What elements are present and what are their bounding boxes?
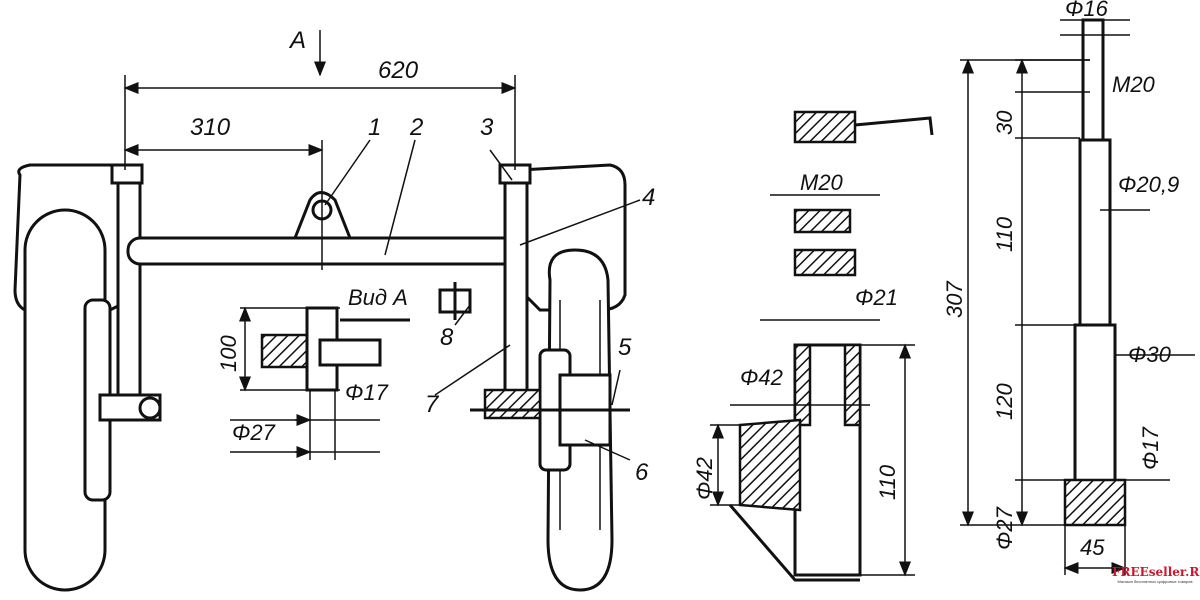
callout-8: 8: [440, 324, 454, 351]
callout-6: 6: [635, 459, 649, 486]
nut-details: [770, 110, 934, 277]
dim-phi30: Φ30: [1128, 342, 1172, 367]
dim-phi42-side: Φ42: [692, 457, 717, 500]
axle-beam: [126, 191, 520, 266]
dim-phi16: Φ16: [1065, 0, 1109, 21]
dim-30: 30: [992, 110, 1017, 135]
dim-307: 307: [942, 281, 967, 318]
dim-120: 120: [992, 383, 1017, 420]
dim-phi42-top: Φ42: [740, 365, 783, 390]
callout-3: 3: [480, 114, 494, 141]
dim-100: 100: [216, 335, 241, 372]
dim-45: 45: [1080, 535, 1105, 560]
callout-1: 1: [368, 114, 381, 141]
dim-pin-m20: M20: [1112, 72, 1156, 97]
view-arrow-label: A: [288, 27, 306, 54]
view-a-detail: [230, 306, 410, 460]
dim-310: 310: [190, 114, 231, 141]
kingpin-detail: [960, 18, 1195, 575]
dim-pin-phi17: Φ17: [1138, 426, 1163, 470]
watermark-logo: FREEseller.RU Магазин бесплатных цифровы…: [1112, 565, 1200, 584]
dim-phi20-9: Φ20,9: [1118, 172, 1179, 197]
left-wheel-assembly: [13, 163, 162, 592]
callout-2: 2: [409, 114, 423, 141]
watermark-tagline: Магазин бесплатных цифровых товаров: [1117, 579, 1193, 584]
dim-view-phi17: Φ17: [345, 380, 389, 405]
callout-4: 4: [642, 184, 655, 211]
callout-7: 7: [425, 391, 440, 418]
dim-nut-m20: M20: [800, 170, 844, 195]
dim-620: 620: [378, 57, 419, 84]
dim-phi21: Φ21: [855, 285, 898, 310]
dim-sleeve-110: 110: [875, 464, 900, 500]
watermark-brand: FREEseller.RU: [1112, 565, 1200, 579]
dim-110: 110: [992, 216, 1017, 252]
callout-leaders: [324, 139, 641, 461]
callout-5: 5: [618, 334, 632, 361]
dim-pin-phi27: Φ27: [992, 506, 1017, 550]
dimension-lines-main: [123, 30, 517, 270]
view-a-label: Вид А: [348, 285, 408, 310]
dim-view-phi27: Φ27: [232, 420, 276, 445]
sleeve-section: [710, 319, 915, 582]
right-wheel-assembly: [438, 163, 630, 592]
